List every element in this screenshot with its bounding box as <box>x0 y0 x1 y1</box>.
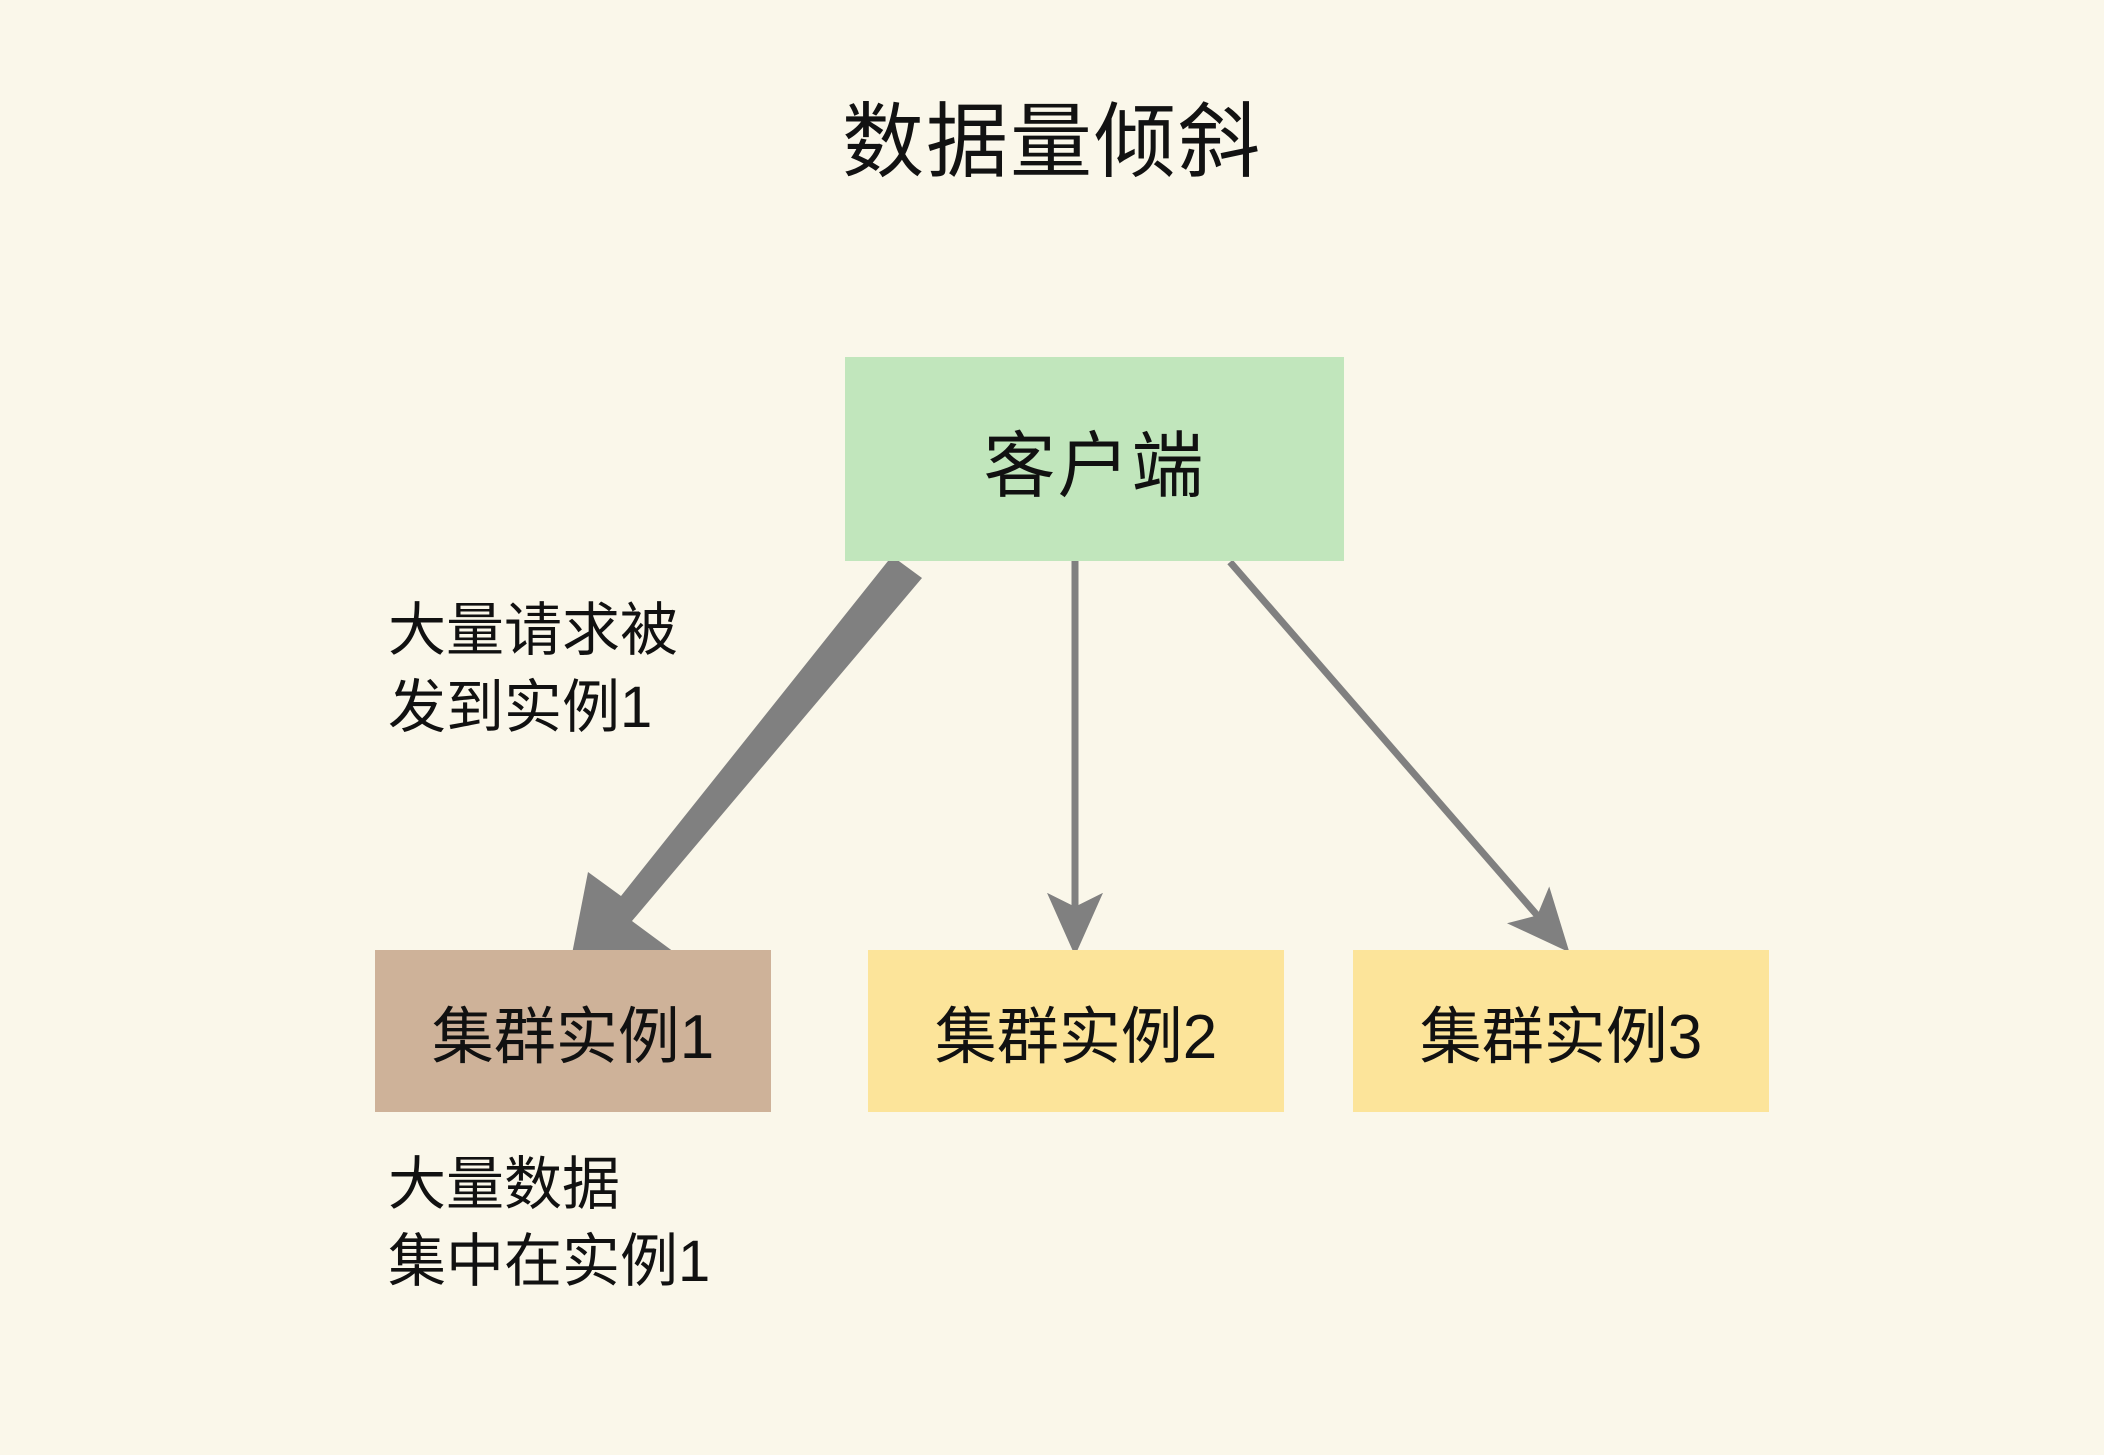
node-instance-2-label: 集群实例2 <box>934 1003 1218 1072</box>
node-instance-2[interactable]: 集群实例2 <box>868 950 1284 1112</box>
page-title: 数据量倾斜 <box>841 97 1262 188</box>
node-instance-3-label: 集群实例3 <box>1419 1003 1703 1072</box>
node-instance-3[interactable]: 集群实例3 <box>1353 950 1769 1112</box>
node-instance-1-label: 集群实例1 <box>431 1003 715 1072</box>
annotation-requests: 大量请求被 发到实例1 <box>388 598 679 741</box>
thin-arrow-client-to-instance3 <box>1227 559 1570 953</box>
node-instance-1[interactable]: 集群实例1 <box>375 950 771 1112</box>
annotation-data: 大量数据 集中在实例1 <box>388 1152 711 1295</box>
node-client[interactable]: 客户端 <box>845 357 1344 561</box>
node-client-label: 客户端 <box>983 426 1206 507</box>
